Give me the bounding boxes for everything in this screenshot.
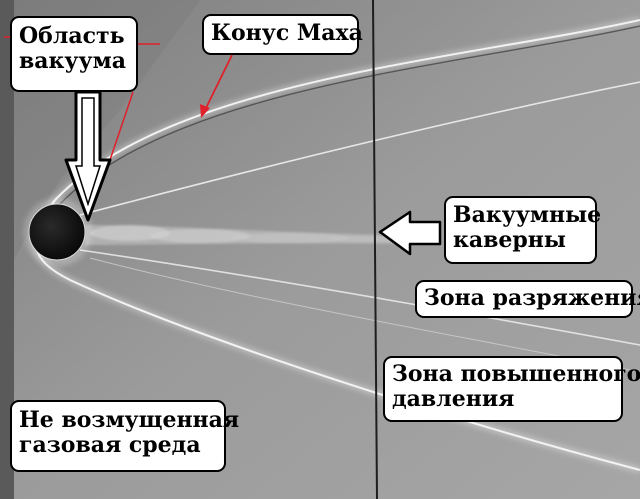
label-vacuum-region-line2: вакуума	[19, 47, 126, 74]
inner-shock-upper	[79, 81, 640, 216]
turbulent-wake	[85, 225, 420, 245]
label-undisturbed-medium-line1: Не возмущенная	[19, 407, 240, 433]
label-vacuum-caverns: Вакуумные каверны	[444, 196, 602, 264]
label-rarefaction-zone: Зона разряжения	[415, 280, 640, 318]
label-high-pressure-zone: Зона повышенного давления	[383, 356, 640, 422]
label-vacuum-caverns-line2: каверны	[453, 226, 566, 253]
inner-shock-lower-2	[89, 257, 640, 373]
label-rarefaction-zone-text: Зона разряжения	[424, 285, 640, 311]
inner-shock-lower	[79, 249, 640, 346]
label-mach-cone: Конус Маха	[202, 14, 363, 55]
label-high-pressure-zone-line1: Зона повышенного	[392, 361, 640, 387]
support-wire	[372, 0, 378, 499]
label-mach-cone-text: Конус Маха	[211, 20, 363, 46]
label-undisturbed-medium-line2: газовая среда	[19, 431, 201, 458]
red-arrow-mach	[204, 54, 233, 111]
label-vacuum-caverns-line1: Вакуумные	[453, 202, 602, 228]
red-arrow-vacuum-down	[109, 91, 134, 161]
label-vacuum-region-line1: Область	[19, 23, 125, 49]
label-undisturbed-medium: Не возмущенная газовая среда	[10, 400, 240, 472]
bow-shock-dark-edge	[59, 25, 640, 205]
red-arrowhead-mach	[200, 104, 210, 118]
left-dark-band	[0, 0, 14, 499]
label-high-pressure-zone-line2: давления	[392, 385, 515, 412]
sphere	[28, 203, 86, 261]
left-arrow	[378, 210, 442, 256]
down-arrow	[64, 90, 112, 222]
label-vacuum-region: Область вакуума	[10, 16, 138, 92]
